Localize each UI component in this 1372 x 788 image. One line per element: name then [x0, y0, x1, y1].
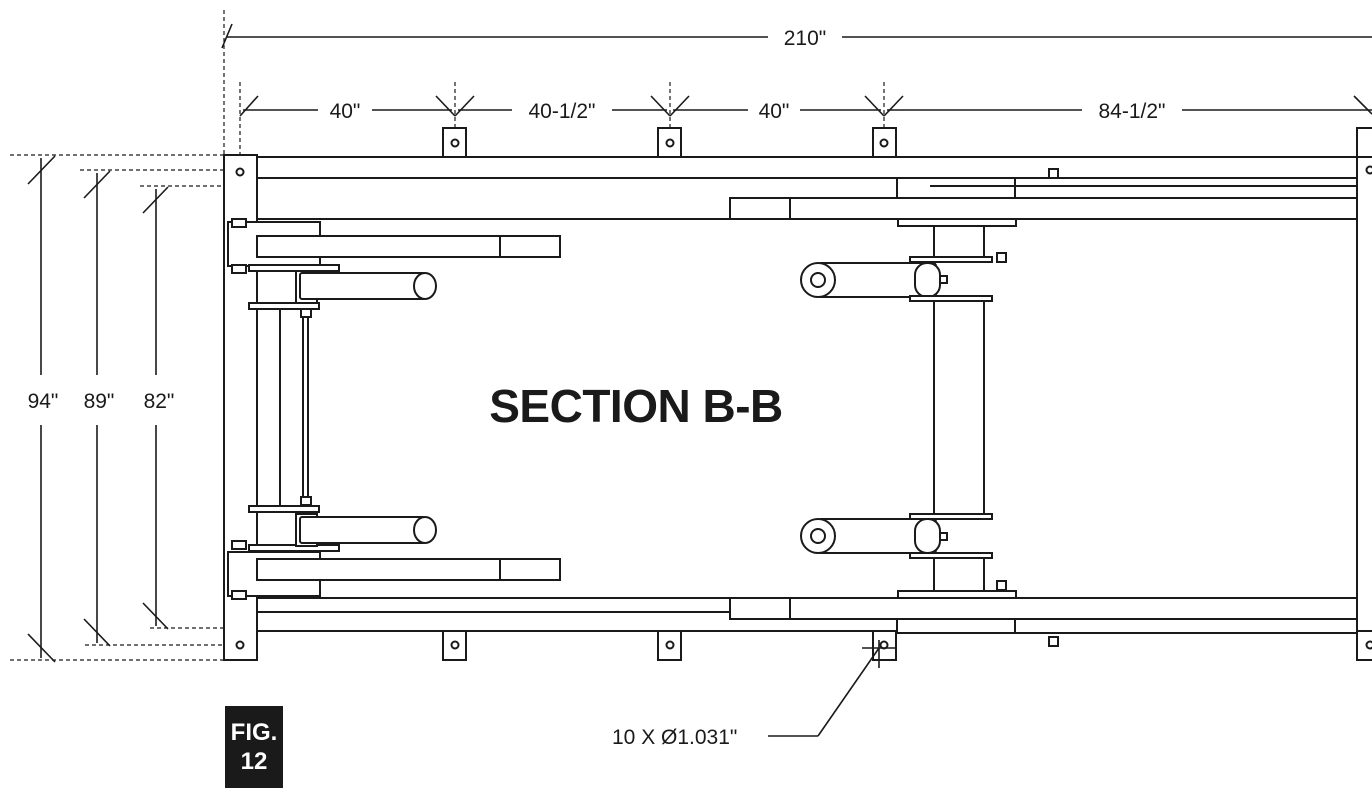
overall-length-dimension: 210": [221, 10, 1372, 155]
height-dimensions: 94" 89" 82": [10, 154, 224, 663]
segment-dimensions: 40" 40-1/2" 40" 84-1/2": [239, 82, 1372, 155]
height-89-label: 89": [84, 390, 115, 413]
figure-label-prefix: FIG.: [230, 719, 278, 746]
left-shaft: [256, 309, 309, 506]
figure-label: FIG. 12: [225, 706, 283, 788]
section-title: SECTION B-B: [489, 380, 783, 432]
right-arm-top: [800, 218, 1017, 513]
frame: [223, 154, 1372, 661]
segment-1-label: 40": [330, 100, 361, 123]
height-82-label: 82": [144, 390, 175, 413]
segment-3-label: 40": [759, 100, 790, 123]
overall-length-label: 210": [784, 27, 827, 50]
height-94-label: 94": [28, 390, 59, 413]
left-arm-bottom: [227, 496, 561, 600]
segment-4-label: 84-1/2": [1099, 100, 1166, 123]
hole-callout-label: 10 X Ø1.031": [612, 726, 737, 749]
mounting-tabs: [235, 127, 1372, 661]
segment-2-label: 40-1/2": [529, 100, 596, 123]
right-arm-bottom: [800, 513, 1017, 599]
left-arm-top: [227, 218, 561, 318]
figure-label-number: 12: [240, 748, 268, 775]
hole-callout: 10 X Ø1.031": [612, 640, 896, 749]
